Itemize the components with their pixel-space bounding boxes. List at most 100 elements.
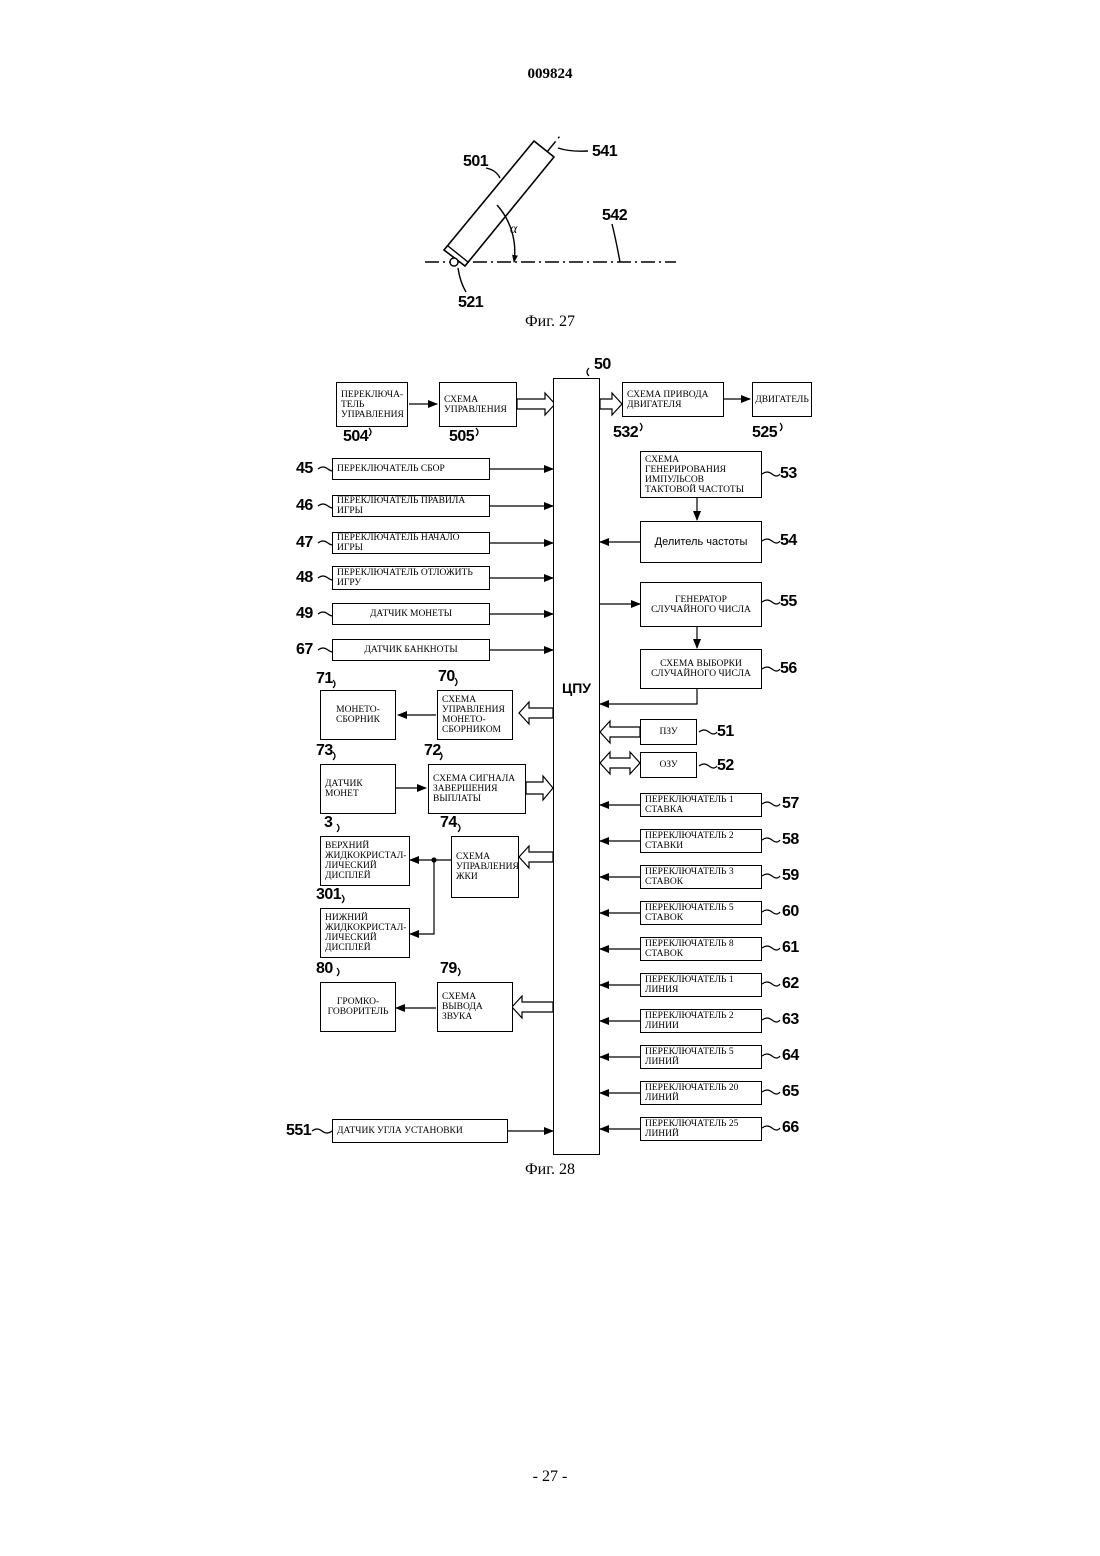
ref-51: 51 — [717, 723, 734, 741]
fig27-ref-pivot: 521 — [458, 294, 483, 312]
speaker-box: ГРОМКО-ГОВОРИТЕЛЬ — [320, 982, 396, 1032]
motor-drive-box: СХЕМА ПРИВОДА ДВИГАТЕЛЯ — [622, 382, 724, 417]
body-outline — [444, 141, 554, 266]
cpu-label: ЦПУ — [553, 680, 600, 696]
coin-hopper-label: МОНЕТО-СБОРНИК — [325, 705, 391, 725]
ref-301: 301 — [316, 886, 341, 904]
ref-56: 56 — [780, 660, 797, 678]
leader-521 — [458, 268, 466, 292]
ref-504: 504 — [343, 428, 368, 446]
coin-sensor-box: ДАТЧИК МОНЕТЫ — [332, 603, 490, 625]
clock-generator-label: СХЕМА ГЕНЕРИРОВАНИЯ ИМПУЛЬСОВ ТАКТОВОЙ Ч… — [645, 455, 757, 495]
random-sampling-box: СХЕМА ВЫБОРКИ СЛУЧАЙНОГО ЧИСЛА — [640, 649, 762, 689]
lcd-control-label: СХЕМА УПРАВЛЕНИЯ ЖКИ — [456, 852, 519, 882]
coins-sensor-box: ДАТЧИК МОНЕТ — [320, 764, 396, 814]
control-circuit-box: СХЕМА УПРАВЛЕНИЯ — [439, 382, 517, 427]
lower-lcd-box: НИЖНИЙ ЖИДКОКРИСТАЛ-ЛИЧЕСКИЙ ДИСПЛЕЙ — [320, 908, 410, 958]
switch-5-bets-label: ПЕРЕКЛЮЧАТЕЛЬ 5 СТАВОК — [645, 903, 757, 923]
coin-hopper-box: МОНЕТО-СБОРНИК — [320, 690, 396, 740]
ref-60: 60 — [782, 903, 799, 921]
pivot-circle — [450, 258, 458, 266]
switch-1-bet-label: ПЕРЕКЛЮЧАТЕЛЬ 1 СТАВКА — [645, 795, 757, 815]
rom-label: ПЗУ — [659, 727, 677, 737]
ref-59: 59 — [782, 867, 799, 885]
payout-end-box: СХЕМА СИГНАЛА ЗАВЕРШЕНИЯ ВЫПЛАТЫ — [428, 764, 526, 814]
upper-lcd-label: ВЕРХНИЙ ЖИДКОКРИСТАЛ-ЛИЧЕСКИЙ ДИСПЛЕЙ — [325, 841, 406, 881]
fig27-ref-body: 501 — [463, 153, 488, 171]
switch-2-bets-label: ПЕРЕКЛЮЧАТЕЛЬ 2 СТАВКИ — [645, 831, 757, 851]
frequency-divider-label: Делитель частоты — [655, 536, 748, 548]
ref-48: 48 — [296, 569, 313, 587]
ram-box: ОЗУ — [640, 752, 697, 778]
switch-3-bets: ПЕРЕКЛЮЧАТЕЛЬ 3 СТАВОК — [640, 865, 762, 889]
switch-2-lines-label: ПЕРЕКЛЮЧАТЕЛЬ 2 ЛИНИИ — [645, 1011, 757, 1031]
coins-sensor-label: ДАТЧИК МОНЕТ — [325, 779, 391, 799]
page-footer: - 27 - — [0, 1468, 1100, 1486]
leader-542 — [612, 224, 620, 262]
ref-505: 505 — [449, 428, 474, 446]
banknote-sensor-label: ДАТЧИК БАНКНОТЫ — [364, 645, 457, 655]
switch-8-bets: ПЕРЕКЛЮЧАТЕЛЬ 8 СТАВОК — [640, 937, 762, 961]
banknote-sensor-box: ДАТЧИК БАНКНОТЫ — [332, 639, 490, 661]
switch-20-lines: ПЕРЕКЛЮЧАТЕЛЬ 20 ЛИНИЙ — [640, 1081, 762, 1105]
speaker-label: ГРОМКО-ГОВОРИТЕЛЬ — [325, 997, 391, 1017]
coin-sensor-label: ДАТЧИК МОНЕТЫ — [370, 609, 452, 619]
ref-73: 73 — [316, 742, 333, 760]
ref-61: 61 — [782, 939, 799, 957]
ref-57: 57 — [782, 795, 799, 813]
angle-sensor-box: ДАТЧИК УГЛА УСТАНОВКИ — [332, 1119, 508, 1143]
ref-3: 3 — [324, 814, 332, 832]
frequency-divider-box: Делитель частоты — [640, 521, 762, 563]
ref-71: 71 — [316, 670, 333, 688]
ref-65: 65 — [782, 1083, 799, 1101]
fig27-ref-axis: 541 — [592, 143, 617, 161]
rules-switch-box: ПЕРЕКЛЮЧАТЕЛЬ ПРАВИЛА ИГРЫ — [332, 495, 490, 517]
lcd-control-box: СХЕМА УПРАВЛЕНИЯ ЖКИ — [451, 836, 519, 898]
random-generator-label: ГЕНЕРАТОР СЛУЧАЙНОГО ЧИСЛА — [645, 595, 757, 615]
ref-525: 525 — [752, 424, 777, 442]
ref-72: 72 — [424, 742, 441, 760]
leader-541 — [558, 148, 588, 151]
ref-66: 66 — [782, 1119, 799, 1137]
control-switch-label: ПЕРЕКЛЮЧА-ТЕЛЬ УПРАВЛЕНИЯ — [341, 390, 404, 420]
postpone-switch-box: ПЕРЕКЛЮЧАТЕЛЬ ОТЛОЖИТЬ ИГРУ — [332, 566, 490, 590]
ref-52: 52 — [717, 757, 734, 775]
start-switch-box: ПЕРЕКЛЮЧАТЕЛЬ НАЧАЛО ИГРЫ — [332, 532, 490, 554]
ref-46: 46 — [296, 497, 313, 515]
ref-70: 70 — [438, 668, 455, 686]
switch-1-line: ПЕРЕКЛЮЧАТЕЛЬ 1 ЛИНИЯ — [640, 973, 762, 997]
hopper-control-label: СХЕМА УПРАВЛЕНИЯ МОНЕТО-СБОРНИКОМ — [442, 695, 508, 735]
motor-box: ДВИГАТЕЛЬ — [752, 382, 812, 417]
sound-output-box: СХЕМА ВЫВОДА ЗВУКА — [437, 982, 513, 1032]
angle-sensor-label: ДАТЧИК УГЛА УСТАНОВКИ — [337, 1126, 463, 1136]
cpu-ref: 50 — [594, 356, 611, 374]
fig27-ref-horizontal: 542 — [602, 207, 627, 225]
rom-box: ПЗУ — [640, 719, 697, 745]
random-generator-box: ГЕНЕРАТОР СЛУЧАЙНОГО ЧИСЛА — [640, 582, 762, 627]
rules-switch-label: ПЕРЕКЛЮЧАТЕЛЬ ПРАВИЛА ИГРЫ — [337, 496, 485, 516]
ref-532: 532 — [613, 424, 638, 442]
ref-80: 80 — [316, 960, 333, 978]
ref-551: 551 — [286, 1122, 311, 1140]
switch-5-bets: ПЕРЕКЛЮЧАТЕЛЬ 5 СТАВОК — [640, 901, 762, 925]
collect-switch-label: ПЕРЕКЛЮЧАТЕЛЬ СБОР — [337, 464, 445, 474]
postpone-switch-label: ПЕРЕКЛЮЧАТЕЛЬ ОТЛОЖИТЬ ИГРУ — [337, 568, 485, 588]
motor-drive-label: СХЕМА ПРИВОДА ДВИГАТЕЛЯ — [627, 390, 719, 410]
fig27-angle-symbol: α — [510, 222, 517, 238]
control-circuit-label: СХЕМА УПРАВЛЕНИЯ — [444, 395, 512, 415]
switch-5-lines-label: ПЕРЕКЛЮЧАТЕЛЬ 5 ЛИНИЙ — [645, 1047, 757, 1067]
switch-1-bet: ПЕРЕКЛЮЧАТЕЛЬ 1 СТАВКА — [640, 793, 762, 817]
ref-47: 47 — [296, 534, 313, 552]
switch-2-bets: ПЕРЕКЛЮЧАТЕЛЬ 2 СТАВКИ — [640, 829, 762, 853]
ref-58: 58 — [782, 831, 799, 849]
upper-lcd-box: ВЕРХНИЙ ЖИДКОКРИСТАЛ-ЛИЧЕСКИЙ ДИСПЛЕЙ — [320, 836, 410, 886]
random-sampling-label: СХЕМА ВЫБОРКИ СЛУЧАЙНОГО ЧИСЛА — [645, 659, 757, 679]
ref-53: 53 — [780, 465, 797, 483]
switch-5-lines: ПЕРЕКЛЮЧАТЕЛЬ 5 ЛИНИЙ — [640, 1045, 762, 1069]
ref-49: 49 — [296, 605, 313, 623]
clock-generator-box: СХЕМА ГЕНЕРИРОВАНИЯ ИМПУЛЬСОВ ТАКТОВОЙ Ч… — [640, 451, 762, 498]
switch-3-bets-label: ПЕРЕКЛЮЧАТЕЛЬ 3 СТАВОК — [645, 867, 757, 887]
cpu-block — [553, 378, 600, 1155]
lower-lcd-label: НИЖНИЙ ЖИДКОКРИСТАЛ-ЛИЧЕСКИЙ ДИСПЛЕЙ — [325, 913, 406, 953]
